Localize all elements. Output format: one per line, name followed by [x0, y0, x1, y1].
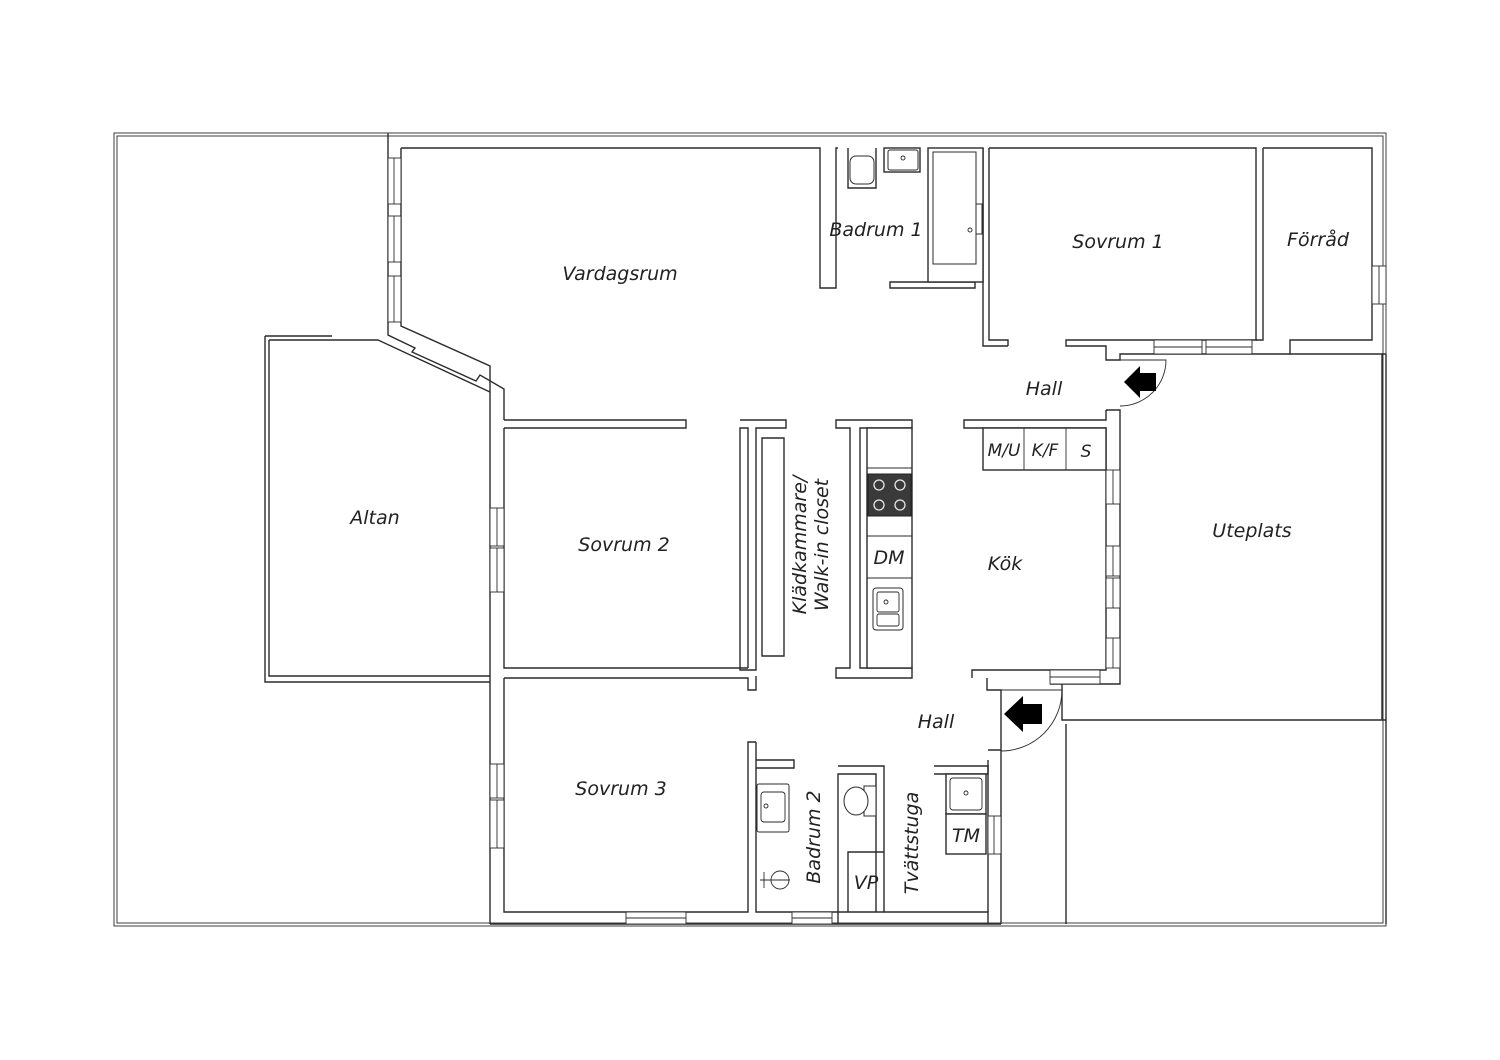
windows — [387, 157, 1387, 925]
room-label-kladkammare-2: Walk-in closet — [811, 477, 833, 611]
entry-arrow-lower — [1004, 696, 1042, 732]
laundry-sink-icon — [949, 777, 983, 811]
room-label-kok: Kök — [988, 553, 1023, 575]
appliance-label-kf: K/F — [1032, 441, 1059, 461]
fixtures — [756, 149, 983, 890]
room-label-forrad: Förråd — [1287, 228, 1350, 251]
room-label-sovrum1: Sovrum 1 — [1072, 231, 1163, 253]
toilet-icon — [843, 785, 877, 817]
appliance-label-s: S — [1081, 442, 1092, 462]
kitchen-sink-icon — [872, 587, 904, 631]
stove-icon — [867, 473, 912, 517]
appliance-label-mu: M/U — [988, 441, 1021, 461]
room-label-hall-upper: Hall — [1026, 378, 1063, 400]
room-label-tvattstuga: Tvättstuga — [901, 792, 923, 895]
entry-arrow-upper — [1124, 366, 1156, 398]
appliance-label-dm: DM — [873, 547, 904, 569]
appliance-label-vp: VP — [854, 872, 879, 894]
room-label-altan: Altan — [348, 507, 399, 529]
bathroom-sink-icon — [756, 783, 790, 833]
outer-boundary — [113, 132, 1387, 927]
room-label-sovrum3: Sovrum 3 — [575, 778, 666, 800]
room-label-badrum1: Badrum 1 — [829, 219, 922, 241]
room-label-hall-lower: Hall — [918, 711, 955, 733]
room-label-badrum2: Badrum 2 — [803, 790, 825, 883]
room-label-vardagsrum: Vardagsrum — [562, 263, 677, 285]
room-label-kladkammare-1: Klädkammare/ — [789, 473, 811, 614]
appliance-label-tm: TM — [952, 825, 980, 847]
doors — [1000, 359, 1167, 752]
room-label-sovrum2: Sovrum 2 — [578, 534, 669, 556]
room-label-uteplats: Uteplats — [1212, 520, 1291, 542]
shower-icon — [760, 870, 790, 890]
